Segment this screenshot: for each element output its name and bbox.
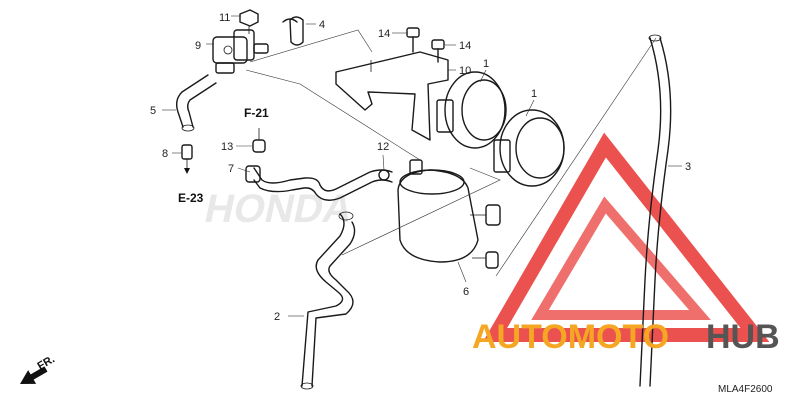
part-1-band-b[interactable] (493, 109, 565, 187)
background-logo: HONDA (201, 185, 357, 230)
part-10-bracket[interactable] (335, 51, 449, 141)
part-4-elbow-hose[interactable] (282, 16, 304, 46)
callout-labels: 11 9 4 5 8 13 7 12 14 14 10 1 1 3 6 2 (150, 12, 691, 323)
reference-f21[interactable]: F-21 (244, 106, 269, 120)
part-3-hose[interactable] (639, 34, 672, 387)
callout-14-b: 14 (459, 40, 471, 52)
front-direction-indicator: FR. (20, 353, 57, 384)
callout-1-a: 1 (483, 58, 489, 70)
reference-e23[interactable]: E-23 (178, 191, 204, 205)
part-7-hose[interactable] (245, 165, 393, 201)
part-14-bolt-a[interactable] (406, 27, 420, 53)
front-arrow-icon (20, 366, 48, 384)
background-logo-text: HONDA (201, 185, 357, 230)
part-2-hose[interactable] (300, 211, 356, 390)
callout-2: 2 (274, 311, 280, 323)
part-1-band-a[interactable] (436, 71, 507, 149)
leader-lines (162, 15, 682, 317)
callout-8: 8 (162, 148, 168, 160)
part-5-hose[interactable] (175, 74, 217, 132)
watermark-triangle-outer (482, 132, 770, 342)
watermark-triangle-inner (531, 196, 711, 320)
watermark-text-secondary: HUB (706, 318, 780, 356)
front-label: FR. (36, 353, 57, 372)
watermark-text-primary: AUTOMOTO (472, 318, 669, 356)
part-6-canister[interactable] (397, 159, 501, 269)
part-13-clip[interactable] (252, 128, 266, 153)
callout-1-b: 1 (531, 88, 537, 100)
callout-12: 12 (377, 141, 389, 153)
callout-7: 7 (228, 163, 234, 175)
part-8-fitting[interactable] (181, 144, 193, 174)
callout-6: 6 (463, 286, 469, 298)
callout-9: 9 (195, 40, 201, 52)
callout-5: 5 (150, 105, 156, 117)
callout-13: 13 (221, 141, 233, 153)
watermark-logo (482, 132, 770, 342)
callout-10: 10 (459, 65, 471, 77)
callout-4: 4 (319, 19, 325, 31)
diagram-code: MLA4F2600 (718, 384, 773, 395)
callout-14-a: 14 (378, 28, 390, 40)
callout-11: 11 (219, 12, 230, 24)
part-14-bolt-b[interactable] (431, 39, 445, 63)
part-9-purge-valve[interactable] (212, 29, 269, 74)
callout-3: 3 (685, 161, 691, 173)
part-12-clamp[interactable] (378, 169, 390, 181)
watermark-text: AUTOMOTO HUB (472, 318, 780, 356)
